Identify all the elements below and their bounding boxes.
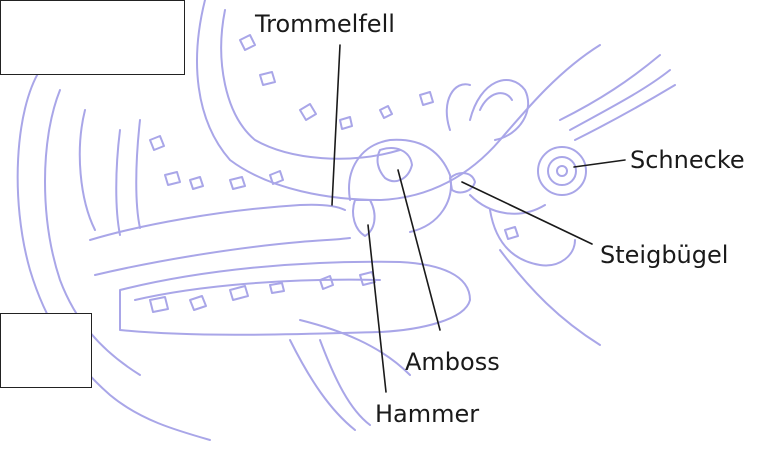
label-amboss: Amboss bbox=[405, 350, 500, 374]
label-trommelfell: Trommelfell bbox=[255, 12, 395, 36]
auditory-nerve-2 bbox=[570, 70, 670, 130]
label-hammer: Hammer bbox=[375, 402, 479, 426]
lower-bone-inner bbox=[135, 280, 380, 300]
auricle-helix bbox=[80, 110, 95, 230]
answer-box-top[interactable] bbox=[0, 0, 185, 75]
cochlea-middle bbox=[548, 157, 576, 185]
ear-canal-wall bbox=[116, 130, 120, 235]
leader-line-schnecke bbox=[574, 160, 625, 167]
semicircular-canal-1 bbox=[470, 80, 528, 140]
eustachian-tube bbox=[300, 320, 410, 375]
cochlea-inner bbox=[557, 166, 567, 176]
ear-canal-wall-2 bbox=[136, 120, 140, 228]
leader-line-steigbuegel bbox=[462, 182, 592, 244]
answer-box-bottom[interactable] bbox=[0, 313, 92, 388]
anvil-shape bbox=[378, 148, 412, 181]
label-schnecke: Schnecke bbox=[630, 148, 745, 172]
hammer-shape bbox=[353, 200, 375, 236]
lower-bone-block bbox=[120, 262, 470, 335]
auditory-nerve-3 bbox=[575, 85, 675, 140]
semicircular-canal-2 bbox=[480, 93, 512, 110]
label-steigbuegel: Steigbügel bbox=[600, 243, 728, 267]
leader-line-trommelfell bbox=[332, 45, 340, 205]
middle-ear-cavity bbox=[349, 140, 451, 232]
lower-lobe bbox=[290, 340, 370, 430]
ear-canal-upper bbox=[90, 205, 345, 240]
cochlea-outer bbox=[538, 147, 586, 195]
leader-line-hammer bbox=[368, 225, 386, 392]
semicircular-canal-3 bbox=[447, 84, 470, 130]
inner-ear-lower bbox=[490, 210, 575, 265]
ear-canal-lower bbox=[95, 238, 350, 275]
